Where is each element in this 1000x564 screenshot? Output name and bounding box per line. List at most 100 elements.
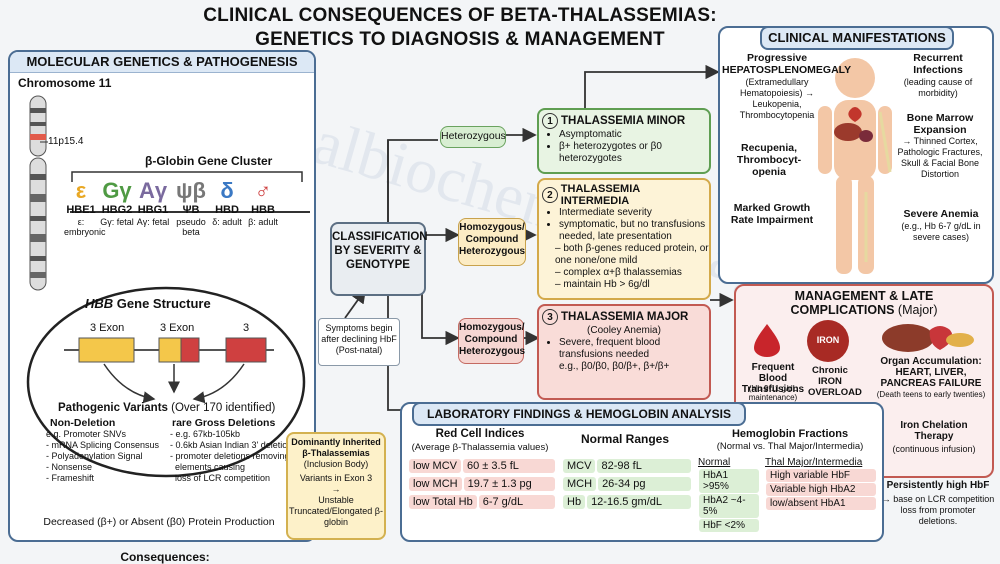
nondeletion-title: Non-Deletion xyxy=(50,417,116,429)
major-item: e.g., β0/β0, β0/β+, β+/β+ xyxy=(559,361,670,372)
nondeletion-item: e.g. Promoter SNVs xyxy=(46,429,127,439)
lab-row-label: low MCV xyxy=(409,459,462,473)
lab-row-value: 82-98 fL xyxy=(597,459,691,473)
exon-2-label: 3 Exon xyxy=(160,322,195,334)
transfusion-text: (Hb 9-11 g/dL maintenance) xyxy=(748,384,798,402)
intermedia-sub-3: – maintain Hb > 6g/dl xyxy=(555,279,650,290)
page-title: CLINICAL CONSEQUENCES OF BETA-THALASSEMI… xyxy=(150,4,770,52)
consequences-title: Consequences: xyxy=(120,550,210,564)
nondeletion-list: e.g. Promoter SNVs- mRNA Splicing Consen… xyxy=(46,429,166,484)
fraction-normal-item: HbA1 >95% xyxy=(699,469,759,493)
genotype-homo-2-label: Homozygous/ Compound Heterozygous xyxy=(459,322,526,357)
molecular-panel: MOLECULAR GENETICS & PATHOGENESIS Chromo… xyxy=(8,50,316,564)
minor-num: 1 xyxy=(542,113,558,129)
fractions-thal-head: Thal Major/Intermedia xyxy=(765,457,863,468)
classification-box: CLASSIFICATION BY SEVERITY & GENOTYPE xyxy=(330,222,428,296)
fractions-title: Hemoglobin Fractions xyxy=(731,428,849,440)
gene-symbol: ψβ xyxy=(175,178,206,203)
genotype-het: Heterozygous xyxy=(440,126,506,148)
fraction-normal-item: HbF <2% xyxy=(699,519,759,532)
gene-desc: ε: embryonic xyxy=(64,217,106,237)
bone-marrow-text: → Thinned Cortex, Pathologic Fractures, … xyxy=(897,136,983,179)
classification-label: CLASSIFICATION BY SEVERITY & GENOTYPE xyxy=(332,231,428,271)
chelation-text: (continuous infusion) xyxy=(892,444,976,454)
body-figure-icon xyxy=(818,58,892,274)
lab-row-label: MCH xyxy=(563,477,597,491)
lab-row-label: low Total Hb xyxy=(409,495,477,509)
genotype-homo-1: Homozygous/ Compound Heterozygous xyxy=(458,218,526,266)
exon-1-label: 3 Exon xyxy=(90,322,125,334)
iron-label: IRON xyxy=(816,335,840,345)
title-line-1: CLINICAL CONSEQUENCES OF BETA-THALASSEMI… xyxy=(203,5,717,26)
variants-heading: Pathogenic Variants (Over 170 identified… xyxy=(58,402,276,414)
gene-desc: Aγ: fetal xyxy=(136,217,170,227)
growth-title: Marked Growth Rate Impairment xyxy=(730,202,814,226)
deletion-title: rare Gross Deletions xyxy=(172,417,276,429)
intermedia-sub-2: – complex α+β thalassemias xyxy=(555,267,682,278)
fractions-sub: (Normal vs. Thal Major/Intermedia) xyxy=(716,441,864,452)
major-sub: (Cooley Anemia) xyxy=(587,325,661,336)
cluster-bracket xyxy=(71,171,303,182)
anemia-text: (e.g., Hb 6-7 g/dL in severe cases) xyxy=(901,221,981,242)
lab-row-value: 26-34 pg xyxy=(598,477,691,491)
bone-marrow-title: Bone Marrow Expansion xyxy=(906,112,974,136)
deletion-list: - e.g. 67kb-105kb- 0.6kb Asian Indian 3'… xyxy=(170,429,320,484)
gene-desc: β: adult xyxy=(248,217,278,227)
iron-icon xyxy=(807,320,849,362)
intermedia-item: Intermediate severity xyxy=(559,207,709,219)
persist-title: Persistently high HbF xyxy=(886,480,990,491)
dominant-line2: Unstable Truncated/Elongated β-globin xyxy=(289,495,383,527)
major-item: Severe, frequent blood transfusions need… xyxy=(559,337,709,361)
fraction-thal-item: Variable high HbA2 xyxy=(766,483,876,496)
iron-title: Chronic IRON OVERLOAD xyxy=(808,365,862,398)
infection-text: (leading cause of morbidity) xyxy=(903,77,973,98)
minor-item: β+ heterozygotes or β0 heterozygotes xyxy=(559,141,709,165)
gene-desc: Gγ: fetal xyxy=(100,217,134,227)
genotype-homo-1-label: Homozygous/ Compound Heterozygous xyxy=(459,222,526,257)
organs-icon xyxy=(882,324,974,352)
cluster-label: β-Globin Gene Cluster xyxy=(145,154,273,168)
minor-list: Asymptomatic β+ heterozygotes or β0 hete… xyxy=(547,129,709,165)
persist-text: → base on LCR competition loss from prom… xyxy=(881,494,995,526)
chromosome-icon xyxy=(29,95,47,291)
lab-header: LABORATORY FINDINGS & HEMOGLOBIN ANALYSI… xyxy=(412,402,746,426)
deletion-item: - promoter deletions removing xyxy=(170,451,290,461)
intermedia-sub-1: – both β-genes reduced protein, or one n… xyxy=(555,243,709,266)
gene-name: HBG1 xyxy=(137,204,169,216)
dominant-sub: (Inclusion Body) xyxy=(303,459,369,469)
band-pointer xyxy=(40,141,48,143)
minor-item: Asymptomatic xyxy=(559,129,709,141)
gene-name: HBE1 xyxy=(66,204,96,216)
intermedia-num: 2 xyxy=(542,187,558,203)
structure-title: HBB Gene Structure xyxy=(85,296,211,311)
organ-title: Organ Accumulation: HEART, LIVER, PANCRE… xyxy=(880,356,982,389)
dominant-box: Dominantly Inherited β-Thalassemias (Inc… xyxy=(286,432,386,540)
gene-name: HBB xyxy=(251,204,275,216)
lab-row-value: 12-16.5 gm/dL xyxy=(587,495,691,509)
management-header-2: COMPLICATIONS (Major) xyxy=(790,303,938,317)
gene-line xyxy=(70,211,310,213)
consequences-text: Decreased (β+) or Absent (β0) Protein Pr… xyxy=(43,516,275,528)
title-line-2: GENETICS TO DIAGNOSIS & MANAGEMENT xyxy=(255,29,665,50)
dominant-line1: Variants in Exon 3 xyxy=(299,473,373,483)
major-num: 3 xyxy=(542,309,558,325)
genotype-homo-2: Homozygous/ Compound Heterozygous xyxy=(458,318,526,364)
fraction-thal-item: High variable HbF xyxy=(766,469,876,482)
dominant-title: Dominantly Inherited β-Thalassemias xyxy=(291,437,381,458)
gene-desc: pseudo beta xyxy=(176,217,206,237)
genotype-het-label: Heterozygous xyxy=(441,130,506,142)
